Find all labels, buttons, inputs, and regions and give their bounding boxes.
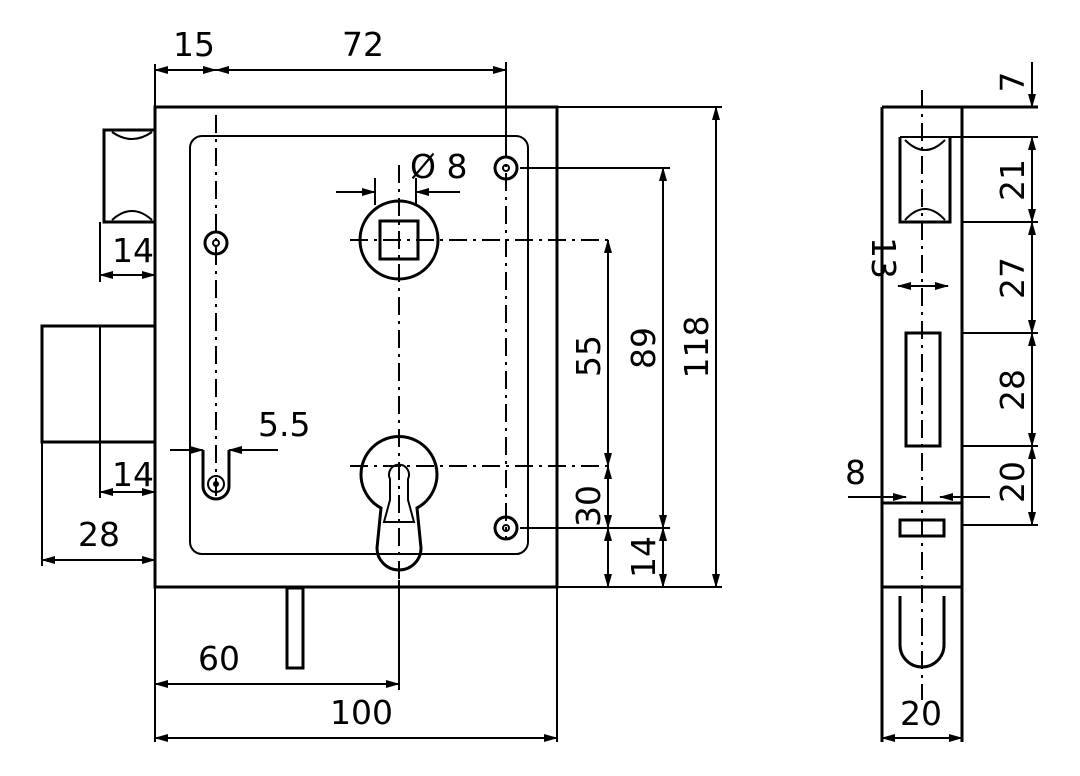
- side-dim-27-label: 27: [993, 257, 1032, 299]
- forend-plate-outline: [189, 135, 529, 555]
- front-view: 15 72 Ø 8 14 14 28 5.5 60 100 55 89 118 …: [40, 25, 722, 742]
- dim-14-upper-label: 14: [112, 231, 154, 270]
- center-lines: [215, 115, 610, 690]
- dim-55-label: 55: [569, 335, 608, 377]
- dimension-lines: [41, 66, 720, 742]
- dim-100-label: 100: [330, 693, 393, 732]
- dim-14-bottom-label: 14: [624, 536, 663, 578]
- side-dim-21-label: 21: [993, 159, 1032, 201]
- mounting-holes: [201, 155, 519, 541]
- latch-bolt: [102, 128, 155, 224]
- stop-pin: [285, 586, 305, 670]
- dim-15-label: 15: [173, 25, 215, 64]
- side-view: 7 21 27 28 20 13 8 20: [845, 62, 1038, 742]
- dim-72-label: 72: [342, 25, 384, 64]
- dim-89-label: 89: [624, 327, 663, 369]
- dim-30-label: 30: [569, 485, 608, 527]
- dimension-labels: 15 72 Ø 8 14 14 28 5.5 60 100 55 89 118 …: [78, 25, 716, 732]
- side-dim-8-label: 8: [845, 453, 866, 492]
- side-dim-20-bottom-label: 20: [900, 694, 942, 733]
- extension-lines: [41, 62, 722, 742]
- dim-60-label: 60: [198, 639, 240, 678]
- dim-5-5-label: 5.5: [258, 405, 310, 444]
- dim-118-label: 118: [677, 316, 716, 379]
- side-dim-7-label: 7: [993, 72, 1032, 93]
- side-dimension-labels: 7 21 27 28 20 13 8 20: [845, 72, 1032, 734]
- side-body-outline: [880, 105, 1038, 742]
- side-dim-13-label: 13: [864, 237, 903, 279]
- lock-case-outline: [153, 105, 559, 589]
- dim-diameter-8-label: Ø 8: [410, 147, 467, 186]
- side-dimension-lines: [848, 62, 1036, 742]
- side-dim-28-label: 28: [993, 369, 1032, 411]
- dim-14-lower-label: 14: [112, 455, 154, 494]
- side-dim-20-right-label: 20: [993, 461, 1032, 503]
- dead-bolt: [40, 324, 155, 444]
- dim-28-label: 28: [78, 515, 120, 554]
